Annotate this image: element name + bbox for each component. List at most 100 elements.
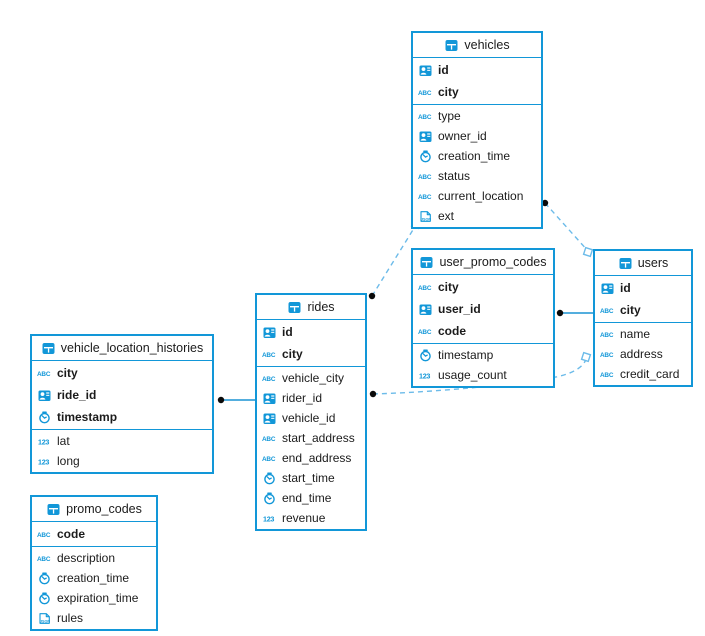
column-row-vehicle_city[interactable]: ABC vehicle_city — [257, 368, 365, 388]
time-icon — [37, 591, 52, 605]
column-row-vehicle_id[interactable]: vehicle_id — [257, 408, 365, 428]
svg-text:ABC: ABC — [418, 194, 432, 201]
column-name: ext — [438, 209, 455, 223]
svg-text:ABC: ABC — [600, 308, 614, 315]
column-name: rules — [57, 611, 84, 625]
column-row-ride_id[interactable]: ride_id — [32, 384, 212, 406]
column-row-expiration_time[interactable]: expiration_time — [32, 588, 156, 608]
id-icon — [418, 64, 433, 77]
table-header[interactable]: vehicle_location_histories — [32, 336, 212, 361]
column-row-user_id[interactable]: user_id — [413, 298, 553, 320]
column-row-creation_time[interactable]: creation_time — [413, 146, 541, 166]
text-icon: ABC — [262, 453, 277, 463]
text-icon: ABC — [600, 369, 615, 379]
column-name: vehicle_id — [282, 411, 336, 425]
number-icon: 123 — [37, 456, 52, 466]
time-icon — [418, 149, 433, 163]
column-row-timestamp[interactable]: timestamp — [32, 406, 212, 428]
column-name: vehicle_city — [282, 371, 345, 385]
text-icon: ABC — [418, 171, 433, 181]
column-row-owner_id[interactable]: owner_id — [413, 126, 541, 146]
column-row-id[interactable]: id — [595, 277, 691, 299]
text-icon: ABC — [37, 529, 52, 539]
column-row-timestamp[interactable]: timestamp — [413, 345, 553, 365]
text-icon: ABC — [418, 191, 433, 201]
column-name: city — [620, 303, 641, 317]
text-icon: ABC — [418, 326, 433, 336]
svg-text:JSON: JSON — [421, 217, 431, 221]
text-icon: ABC — [600, 349, 615, 359]
column-row-end_address[interactable]: ABC end_address — [257, 448, 365, 468]
column-row-id[interactable]: id — [257, 321, 365, 343]
column-name: description — [57, 551, 116, 565]
column-row-code[interactable]: ABC code — [413, 320, 553, 342]
svg-text:ABC: ABC — [262, 436, 276, 443]
json-icon: JSON — [418, 210, 433, 223]
column-row-long[interactable]: 123 long — [32, 451, 212, 471]
relationship-vehicles-to-users[interactable] — [544, 202, 589, 252]
column-name: type — [438, 109, 461, 123]
number-icon: 123 — [37, 436, 52, 446]
column-row-ext[interactable]: JSON ext — [413, 206, 541, 226]
svg-text:123: 123 — [38, 457, 49, 466]
column-name: code — [57, 527, 86, 541]
table-header[interactable]: promo_codes — [32, 497, 156, 522]
svg-text:ABC: ABC — [262, 376, 276, 383]
column-row-rider_id[interactable]: rider_id — [257, 388, 365, 408]
column-name: creation_time — [438, 149, 511, 163]
table-header[interactable]: rides — [257, 295, 365, 320]
table-header[interactable]: user_promo_codes — [413, 250, 553, 275]
svg-text:ABC: ABC — [418, 329, 432, 336]
connection-square-marker — [580, 351, 592, 363]
table-header[interactable]: users — [595, 251, 691, 276]
text-icon: ABC — [262, 433, 277, 443]
id-icon — [37, 389, 52, 402]
table-header[interactable]: vehicles — [413, 33, 541, 58]
svg-text:ABC: ABC — [600, 332, 614, 339]
column-name: long — [57, 454, 80, 468]
column-row-end_time[interactable]: end_time — [257, 488, 365, 508]
connection-square-marker — [582, 246, 594, 258]
number-icon: 123 — [418, 370, 433, 380]
relationship-rides-to-vehicles[interactable] — [371, 224, 417, 297]
id-icon — [262, 412, 277, 425]
svg-text:ABC: ABC — [418, 285, 432, 292]
column-name: code — [438, 324, 467, 338]
column-name: end_address — [282, 451, 352, 465]
column-row-creation_time[interactable]: creation_time — [32, 568, 156, 588]
column-row-city[interactable]: ABC city — [595, 299, 691, 321]
column-row-start_time[interactable]: start_time — [257, 468, 365, 488]
text-icon: ABC — [262, 349, 277, 359]
column-row-code[interactable]: ABC code — [32, 523, 156, 545]
column-row-id[interactable]: id — [413, 59, 541, 81]
id-icon — [418, 130, 433, 143]
table-title: vehicle_location_histories — [60, 341, 204, 355]
primary-key-section: ABC code — [32, 522, 156, 547]
